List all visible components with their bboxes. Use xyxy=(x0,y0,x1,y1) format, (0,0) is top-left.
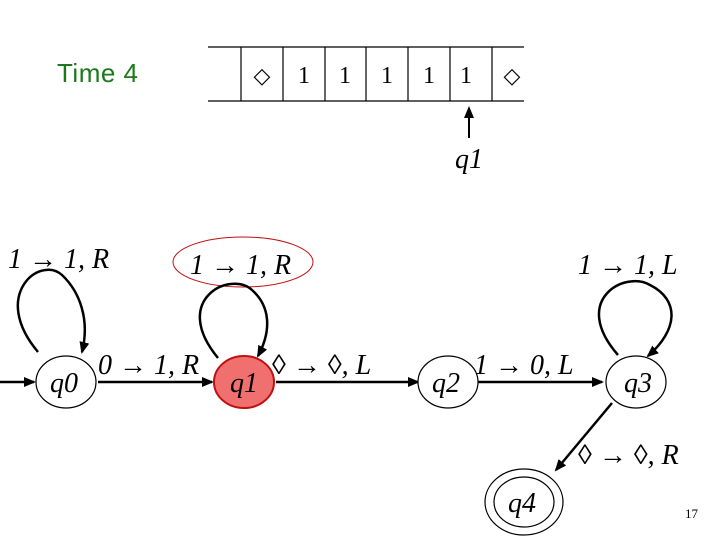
state-label: q1 xyxy=(230,368,258,399)
label-q3-q4: ◊ → ◊, R xyxy=(578,440,679,471)
state-label: q4 xyxy=(508,488,536,519)
self-loop-q0 xyxy=(16,268,90,354)
tape-head-state: q1 xyxy=(455,144,483,175)
time-label: Time 4 xyxy=(57,58,139,88)
state-q4: q4 xyxy=(484,468,564,536)
tape-cell: 1 xyxy=(460,63,472,89)
label-loop-q3: 1 → 1, L xyxy=(578,250,678,281)
label-loop-q1: 1 → 1, R xyxy=(190,250,291,281)
self-loop-q3 xyxy=(597,279,673,358)
page-number: 17 xyxy=(685,506,698,521)
state-q3: q3 xyxy=(605,355,667,409)
tape-cell: ◇ xyxy=(254,64,271,89)
state-q1: q1 xyxy=(213,355,275,409)
state-label: q0 xyxy=(50,368,78,399)
tape-cell: 1 xyxy=(339,63,351,89)
tape: ◇ 1 1 1 1 1 ◇ xyxy=(208,46,524,102)
self-loop-q1 xyxy=(198,282,269,359)
tape-cell: 1 xyxy=(298,63,310,89)
state-q2: q2 xyxy=(417,355,479,409)
edge-q3-q4 xyxy=(554,402,613,472)
label-q2-q3: 1 → 0, L xyxy=(474,350,574,381)
tape-cell: ◇ xyxy=(504,64,521,89)
highlight-ellipse xyxy=(172,236,314,288)
tape-head: q1 xyxy=(455,106,483,175)
state-label: q2 xyxy=(432,368,460,399)
label-loop-q0: 1 → 1, R xyxy=(8,244,109,275)
label-q0-q1: 0 → 1, R xyxy=(98,350,199,381)
tape-cell: 1 xyxy=(381,63,393,89)
state-label: q3 xyxy=(624,368,652,399)
tape-cell: 1 xyxy=(423,63,435,89)
current-state-highlight xyxy=(213,355,275,409)
label-q1-q2: ◊ → ◊, L xyxy=(272,350,371,381)
state-q0: q0 xyxy=(35,355,97,409)
